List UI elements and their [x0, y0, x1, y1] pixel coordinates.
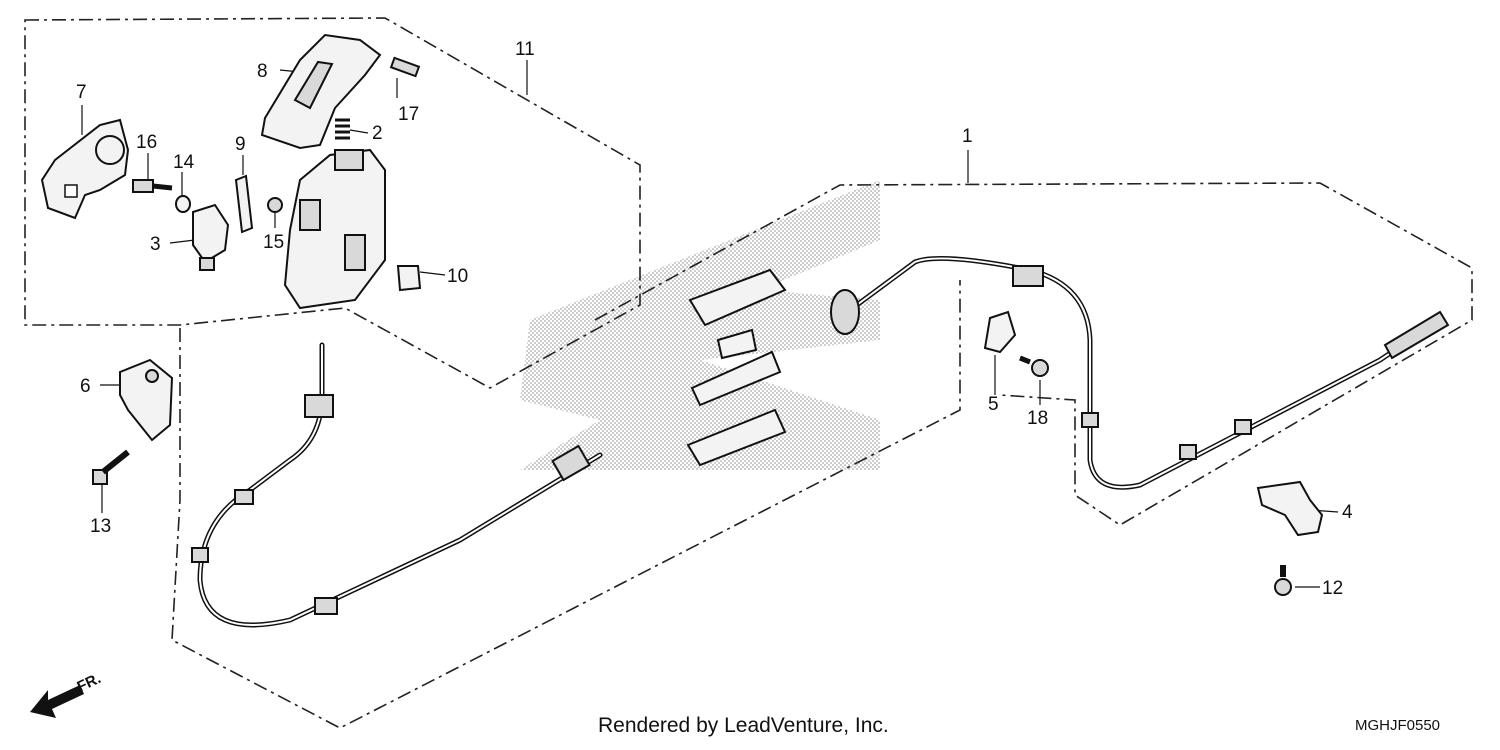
part-lever-housing: [283, 148, 386, 310]
group-outline-upper: [24, 17, 641, 389]
part-cable-lower: [191, 342, 603, 628]
part-nut: [267, 197, 283, 213]
part-cover: [40, 118, 130, 220]
part-screw: [132, 179, 173, 193]
callout-11: 11: [515, 39, 535, 60]
callout-14: 14: [173, 152, 195, 173]
diagram-code: MGHJF0550: [1355, 717, 1440, 734]
callout-10: 10: [447, 266, 468, 287]
callout-7: 7: [76, 82, 87, 103]
callout-8: 8: [257, 61, 268, 82]
callout-18: 18: [1027, 408, 1048, 429]
callout-9: 9: [235, 134, 246, 155]
part-switch: [192, 203, 230, 271]
callout-2: 2: [372, 123, 383, 144]
part-bolt: [92, 449, 130, 485]
callout-16: 16: [136, 132, 157, 153]
front-direction-marker: FR.: [30, 670, 104, 718]
render-credit: Rendered by LeadVenture, Inc.: [598, 714, 889, 737]
part-cable-guides: [686, 268, 787, 467]
group-outline-lower: [171, 280, 961, 729]
part-cable-main: [830, 255, 1450, 490]
part-bracket-holder: [119, 358, 174, 442]
callout-6: 6: [80, 376, 91, 397]
callout-12: 12: [1322, 578, 1343, 599]
part-cable-clip: [396, 265, 422, 292]
part-spring: [335, 118, 350, 140]
front-marker-label: FR.: [75, 670, 104, 696]
watermark-logo: [520, 180, 880, 470]
callout-labels: 1 2 3 4 5 6 7 8 9 10 11 12 13 14 15 16 1…: [76, 39, 1353, 599]
part-clip: [234, 174, 254, 234]
callout-13: 13: [90, 516, 111, 537]
callout-4: 4: [1342, 502, 1353, 523]
callout-1: 1: [962, 126, 973, 147]
callout-5: 5: [988, 394, 999, 415]
part-bolt-12: [1274, 565, 1292, 596]
group-outline-cable-1: [594, 182, 1473, 526]
part-lever: [260, 33, 382, 150]
part-cable-holder: [983, 310, 1017, 354]
callout-15: 15: [263, 232, 284, 253]
front-arrow-icon: [30, 685, 84, 718]
part-washer: [175, 195, 191, 213]
part-flange-bolt: [1019, 355, 1049, 377]
callout-3: 3: [150, 234, 161, 255]
part-stay: [1256, 480, 1324, 537]
callout-17: 17: [398, 104, 419, 125]
part-pin: [389, 56, 421, 78]
